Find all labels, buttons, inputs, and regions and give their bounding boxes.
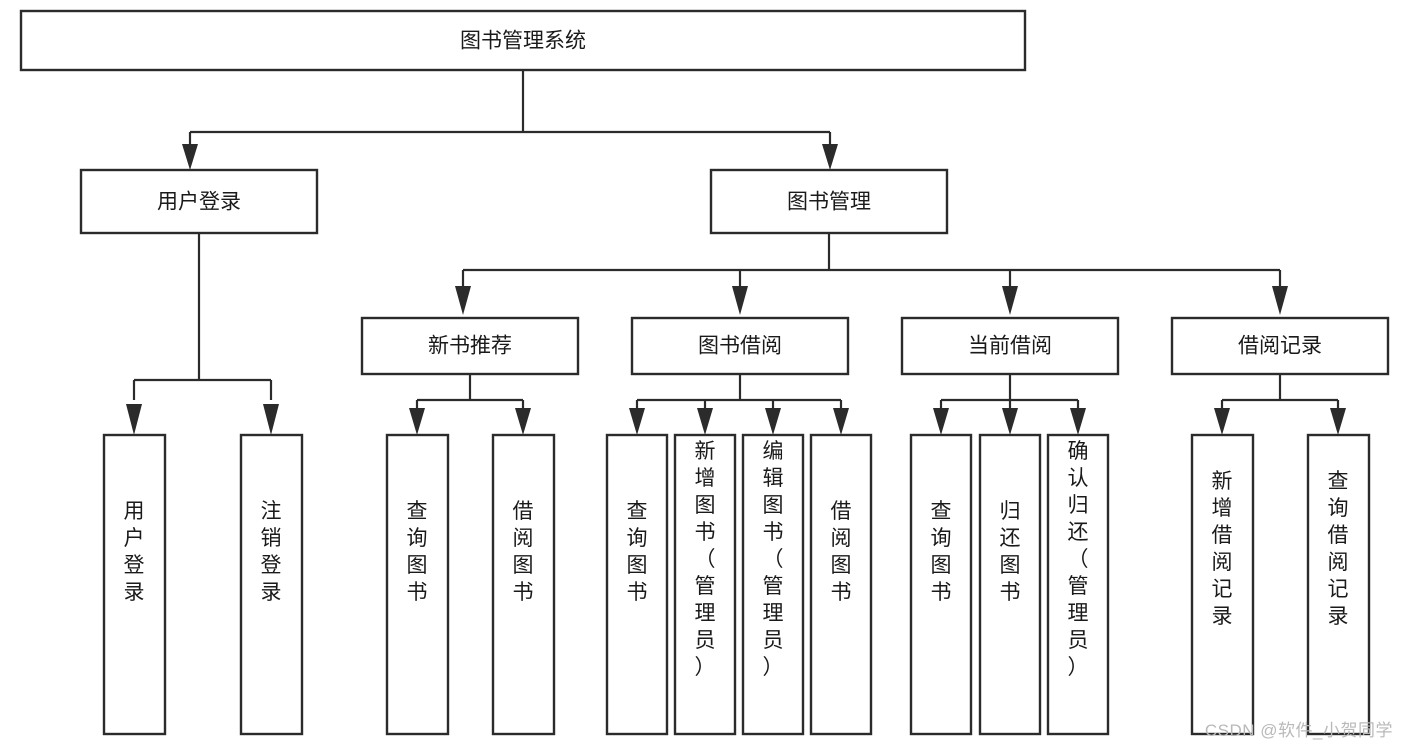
leaf-node[interactable]: 编辑图书（管理员） xyxy=(741,433,805,736)
connector-bookmgmt-to-level2 xyxy=(455,233,1288,315)
arrow-head-icon xyxy=(126,404,142,435)
arrow-head-icon xyxy=(182,144,198,170)
root-label: 图书管理系统 xyxy=(460,30,586,53)
arrow-head-icon xyxy=(833,408,849,435)
leaf-label: 查询图书 xyxy=(407,500,428,604)
leaf-box[interactable] xyxy=(673,433,737,736)
current-borrow-box[interactable] xyxy=(900,316,1120,376)
leaf-box[interactable] xyxy=(102,433,167,736)
leaf-node[interactable]: 新增借阅记录 xyxy=(1190,433,1255,736)
node-book-management[interactable]: 图书管理 xyxy=(709,168,949,235)
leaf-box[interactable] xyxy=(809,433,873,736)
leaf-box[interactable] xyxy=(909,433,973,736)
root-box[interactable] xyxy=(19,9,1027,72)
leaf-label: 新增借阅记录 xyxy=(1212,470,1233,628)
book-borrow-label: 图书借阅 xyxy=(698,335,782,358)
arrow-head-icon xyxy=(1214,408,1230,435)
leaf-label: 归还图书 xyxy=(1000,500,1021,604)
leaf-label: 查询图书 xyxy=(627,500,648,604)
node-borrow-record[interactable]: 借阅记录 xyxy=(1170,316,1390,376)
user-login-label: 用户登录 xyxy=(157,191,241,214)
leaf-node[interactable]: 确认归还（管理员） xyxy=(1046,433,1110,736)
node-root-system[interactable]: 图书管理系统 xyxy=(19,9,1027,72)
arrow-head-icon xyxy=(933,408,949,435)
leaf-label: 借阅图书 xyxy=(513,500,534,604)
arrow-head-icon xyxy=(1002,286,1018,315)
csdn-watermark: CSDN @软件_小贺同学 xyxy=(1204,721,1393,740)
leaf-node[interactable]: 借阅图书 xyxy=(809,433,873,736)
leaf-node[interactable]: 查询图书 xyxy=(909,433,973,736)
arrow-head-icon xyxy=(1070,408,1086,435)
leaf-node[interactable]: 新增图书（管理员） xyxy=(673,433,737,736)
leaf-label: 编辑图书（管理员） xyxy=(763,440,784,679)
leaf-box[interactable] xyxy=(385,433,450,736)
connector-borrowrecord-to-leaves xyxy=(1214,374,1346,435)
arrow-head-icon xyxy=(629,408,645,435)
leaf-label: 注销登录 xyxy=(261,500,282,604)
leaf-node[interactable]: 查询借阅记录 xyxy=(1306,433,1371,736)
leaf-node[interactable]: 借阅图书 xyxy=(491,433,556,736)
leaf-node[interactable]: 查询图书 xyxy=(605,433,669,736)
leaf-box[interactable] xyxy=(605,433,669,736)
arrow-head-icon xyxy=(455,286,471,315)
arrow-head-icon xyxy=(1002,408,1018,435)
borrow-record-label: 借阅记录 xyxy=(1238,335,1322,358)
leaf-box[interactable] xyxy=(239,433,304,736)
new-book-recommend-label: 新书推荐 xyxy=(428,335,512,358)
arrow-head-icon xyxy=(515,408,531,435)
leaf-label: 确认归还（管理员） xyxy=(1068,440,1089,679)
leaf-box[interactable] xyxy=(1306,433,1371,736)
leaf-label: 新增图书（管理员） xyxy=(695,440,716,679)
book-management-label: 图书管理 xyxy=(787,191,871,214)
arrow-head-icon xyxy=(732,286,748,315)
arrow-head-icon xyxy=(1330,408,1346,435)
connector-bookborrow-to-leaves xyxy=(629,374,849,435)
leaf-box[interactable] xyxy=(1190,433,1255,736)
connector-currentborrow-to-leaves xyxy=(933,374,1086,435)
leaf-box[interactable] xyxy=(741,433,805,736)
arrow-head-icon xyxy=(822,144,838,170)
leaf-label: 查询借阅记录 xyxy=(1328,470,1349,628)
leaf-box[interactable] xyxy=(491,433,556,736)
node-new-book-recommend[interactable]: 新书推荐 xyxy=(360,316,580,376)
user-login-box[interactable] xyxy=(79,168,319,235)
current-borrow-label: 当前借阅 xyxy=(968,335,1052,358)
leaf-box[interactable] xyxy=(1046,433,1110,736)
leaf-node[interactable]: 归还图书 xyxy=(978,433,1042,736)
node-book-borrow[interactable]: 图书借阅 xyxy=(630,316,850,376)
new-book-recommend-box[interactable] xyxy=(360,316,580,376)
leaf-node[interactable]: 注销登录 xyxy=(239,433,304,736)
leaf-label: 用户登录 xyxy=(124,500,145,604)
connector-newbook-to-leaves xyxy=(409,374,531,435)
leaf-node[interactable]: 查询图书 xyxy=(385,433,450,736)
arrow-head-icon xyxy=(263,404,279,435)
leaf-label: 查询图书 xyxy=(931,500,952,604)
leaf-node[interactable]: 用户登录 xyxy=(102,433,167,736)
connector-userlogin-to-leaves xyxy=(126,233,279,435)
leaf-box[interactable] xyxy=(978,433,1042,736)
leaf-label: 借阅图书 xyxy=(831,500,852,604)
connector-root-to-level1 xyxy=(182,70,838,170)
node-user-login[interactable]: 用户登录 xyxy=(79,168,319,235)
arrow-head-icon xyxy=(765,408,781,435)
arrow-head-icon xyxy=(697,408,713,435)
arrow-head-icon xyxy=(409,408,425,435)
arrow-head-icon xyxy=(1272,286,1288,315)
node-current-borrow[interactable]: 当前借阅 xyxy=(900,316,1120,376)
